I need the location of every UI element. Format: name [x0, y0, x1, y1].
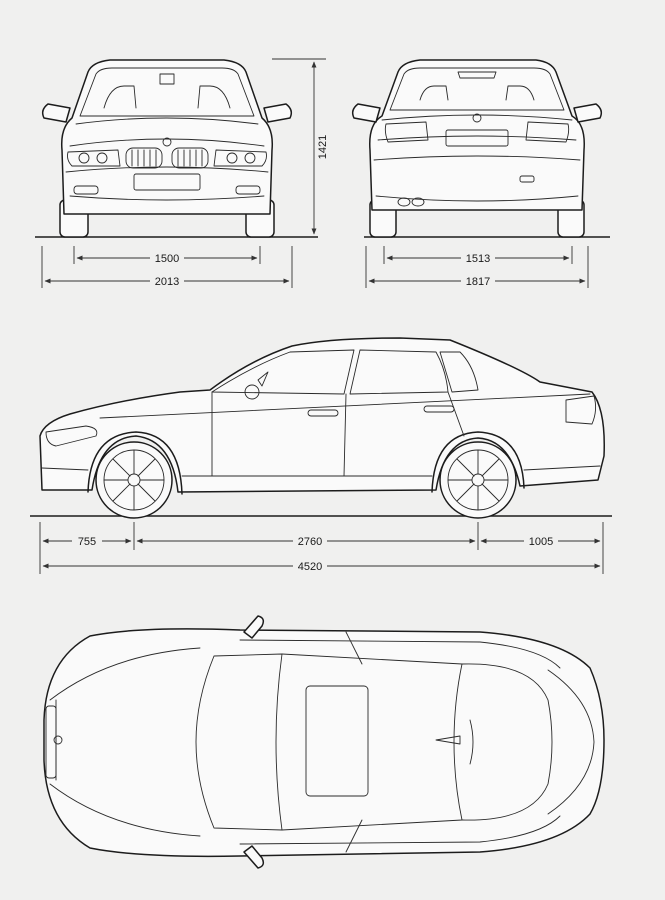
rear-right-taillight	[525, 121, 570, 143]
rear-right-mirror	[573, 103, 603, 123]
rear-left-taillight	[384, 121, 429, 143]
rear-wheel	[439, 441, 517, 519]
rear-view	[351, 59, 610, 238]
side-taillight	[565, 395, 597, 425]
dim-overall-length-label: 4520	[298, 561, 322, 573]
front-right-mirror	[263, 103, 293, 123]
side-headlight	[45, 425, 98, 447]
front-wheel	[95, 441, 173, 519]
kidney-grille-left	[125, 147, 163, 169]
top-view	[43, 615, 605, 869]
rear-left-mirror	[351, 103, 381, 123]
front-left-headlight	[67, 149, 121, 167]
dim-rear-track-label: 1513	[466, 253, 490, 265]
exhaust-right	[411, 197, 425, 207]
top-left-mirror	[243, 615, 265, 639]
sunroof	[305, 685, 369, 797]
kidney-grille-right	[171, 147, 209, 169]
dim-rear-overhang-label: 1005	[529, 536, 553, 548]
front-left-mirror	[41, 103, 71, 123]
top-right-mirror	[243, 845, 265, 869]
quarter-window	[439, 351, 479, 393]
side-view	[30, 337, 612, 519]
dim-wheelbase-label: 2760	[298, 536, 322, 548]
rear-side-window	[349, 349, 449, 395]
dimension-labels: 1421 1500 2013 1513 1817 755 2760 1005 4…	[72, 135, 558, 573]
exhaust-left	[397, 197, 411, 207]
dim-front-width-label: 2013	[155, 276, 179, 288]
dim-front-track-label: 1500	[155, 253, 179, 265]
front-right-headlight	[213, 149, 267, 167]
front-view	[35, 59, 318, 238]
front-side-window	[211, 349, 355, 395]
top-roof	[281, 653, 463, 831]
top-rear-window	[461, 663, 553, 821]
dim-height-label: 1421	[317, 135, 329, 159]
dim-rear-width-label: 1817	[466, 276, 490, 288]
dim-front-overhang-label: 755	[78, 536, 96, 548]
